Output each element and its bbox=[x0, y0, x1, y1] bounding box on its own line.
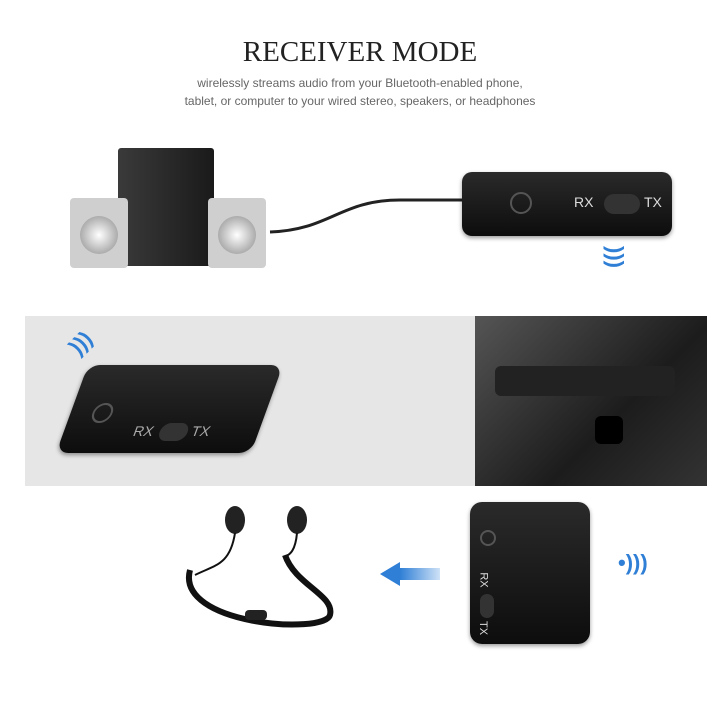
tx-label: TX bbox=[644, 194, 662, 210]
neckband-headphones-image bbox=[186, 506, 334, 628]
wireless-signal-icon: •))) bbox=[618, 550, 648, 575]
receiver-device-bottom: RX TX bbox=[470, 502, 590, 644]
rx-label: RX bbox=[574, 194, 594, 210]
receiver-device-top: RX TX bbox=[462, 172, 672, 236]
tx-label: TX bbox=[189, 423, 213, 439]
direction-arrow-icon bbox=[380, 562, 440, 586]
subtitle-line-2: tablet, or computer to your wired stereo… bbox=[184, 94, 536, 108]
tx-label: TX bbox=[477, 620, 490, 636]
page-title: RECEIVER MODE bbox=[242, 36, 478, 68]
car-interior-image bbox=[475, 316, 707, 486]
wireless-signal-icon: ))) bbox=[602, 246, 628, 268]
rx-label: RX bbox=[477, 572, 490, 588]
speaker-system-image bbox=[70, 148, 270, 273]
subtitle-line-1: wirelessly streams audio from your Bluet… bbox=[197, 76, 523, 90]
rx-label: RX bbox=[131, 423, 157, 439]
receiver-device-middle: RX TX bbox=[55, 365, 284, 453]
